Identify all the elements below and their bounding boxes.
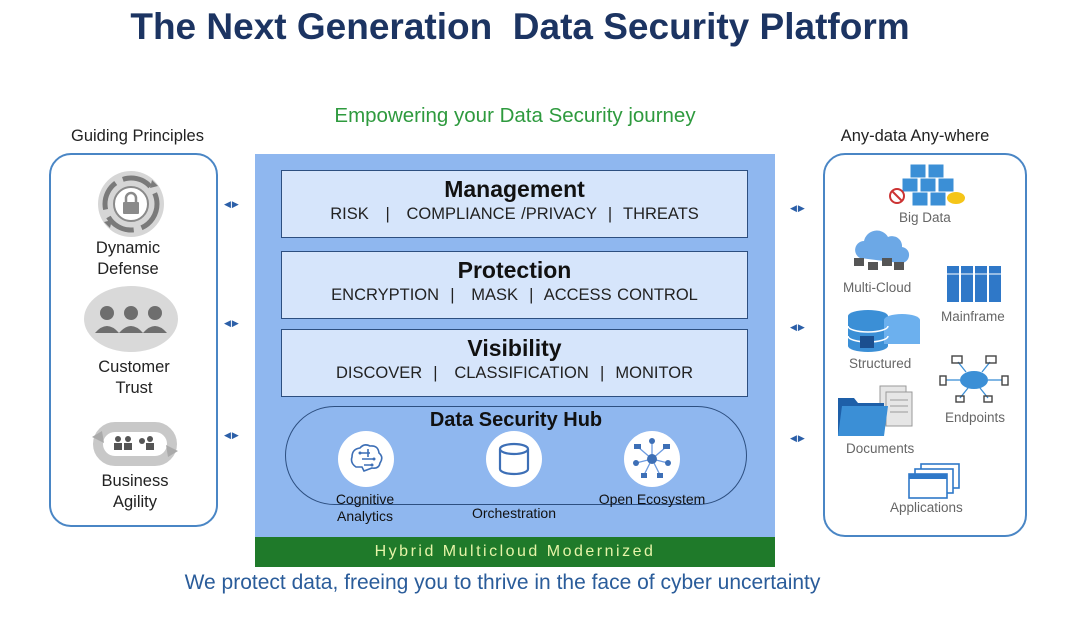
principle-business-agility: Business Agility — [101, 472, 169, 511]
data-source-applications: Applications — [890, 500, 963, 515]
data-source-multi-cloud: Multi-Cloud — [843, 280, 912, 295]
hub-title: Data Security Hub — [429, 409, 603, 431]
hub-item-orchestration: Orchestration — [471, 505, 557, 521]
data-security-hub — [285, 406, 747, 505]
network-hub-icon — [633, 438, 671, 478]
applications-windows-icon — [908, 463, 960, 499]
hub-item-open-ecosystem: Open Ecosystem — [598, 491, 706, 507]
right-panel-heading: Any-data Any-where — [840, 127, 990, 145]
data-source-big-data: Big Data — [899, 210, 951, 225]
layer-management: Management RISK | COMPLIANCE /PRIVACY | … — [281, 170, 748, 238]
rotating-lock-icon — [98, 171, 164, 237]
subtitle: Empowering your Data Security journey — [334, 104, 696, 127]
people-group-icon — [84, 286, 178, 352]
endpoints-network-icon — [939, 355, 1009, 403]
double-arrow-icon: ◀▶ — [224, 318, 240, 328]
big-data-cubes-icon — [889, 163, 965, 207]
documents-folder-icon — [838, 385, 913, 436]
double-arrow-icon: ◀▶ — [790, 203, 806, 213]
layer-protection: Protection ENCRYPTION | MASK | ACCESS CO… — [281, 251, 748, 319]
multi-cloud-icon — [854, 230, 910, 270]
hub-item-cognitive-analytics: Cognitive Analytics — [335, 491, 395, 524]
layer-visibility: Visibility DISCOVER | CLASSIFICATION | M… — [281, 329, 748, 397]
data-source-endpoints: Endpoints — [945, 410, 1006, 425]
cycle-team-icon — [92, 422, 178, 466]
brain-circuit-icon — [350, 444, 383, 473]
hybrid-multicloud-band: Hybrid Multicloud Modernized — [255, 537, 775, 567]
mainframe-icon — [947, 266, 1001, 302]
double-arrow-icon: ◀▶ — [790, 322, 806, 332]
data-source-structured: Structured — [849, 356, 912, 371]
database-cylinder-icon — [498, 442, 530, 476]
structured-database-icon — [847, 310, 920, 352]
double-arrow-icon: ◀▶ — [790, 433, 806, 443]
double-arrow-icon: ◀▶ — [224, 199, 240, 209]
page-title: The Next Generation Data Security Platfo… — [130, 6, 910, 47]
footer-tagline: We protect data, freeing you to thrive i… — [184, 571, 821, 594]
left-panel-heading: Guiding Principles — [71, 127, 204, 145]
double-arrow-icon: ◀▶ — [224, 430, 240, 440]
principle-dynamic-defense: Dynamic Defense — [95, 239, 161, 278]
data-source-mainframe: Mainframe — [941, 309, 1005, 324]
data-source-documents: Documents — [846, 441, 915, 456]
principle-customer-trust: Customer Trust — [98, 358, 170, 397]
